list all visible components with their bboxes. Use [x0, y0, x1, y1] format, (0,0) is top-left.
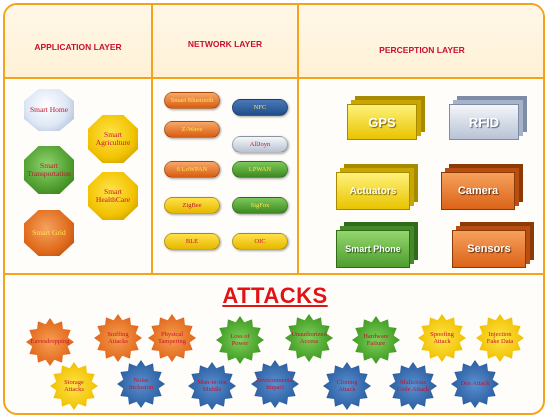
net-ble: BLE	[164, 233, 220, 250]
app-smart-agriculture: Smart Agriculture	[88, 115, 138, 163]
divider-attacks	[5, 273, 543, 275]
net-lpwan: LPWAN	[232, 161, 288, 178]
application-layer-title: APPLICATION LAYER	[34, 42, 122, 52]
app-smart-healthcare: Smart HealthCare	[88, 172, 138, 220]
net-z-wave: Z-Wave	[164, 121, 220, 138]
perc-camera: Camera	[441, 172, 515, 210]
net-alljoyn: AllJoyn	[232, 136, 288, 153]
perc-actuators: Actuators	[336, 172, 410, 210]
perception-layer-title: PERCEPTION LAYER	[379, 45, 465, 55]
divider-header	[5, 77, 543, 79]
net-zigbee: ZigBee	[164, 197, 220, 214]
divider-network-perception	[297, 5, 299, 273]
net-nfc: NFC	[232, 99, 288, 116]
net-sigfox: SigFox	[232, 197, 288, 214]
app-smart-transportation: Smart Transportation	[24, 146, 74, 194]
app-smart-home: Smart Home	[24, 89, 74, 131]
net-oic: OIC	[232, 233, 288, 250]
perc-smart-phone: Smart Phone	[336, 230, 410, 268]
perc-rfid: RFID	[449, 104, 519, 140]
net-smart-bluetooth: Smart Bluetooth	[164, 92, 220, 109]
attacks-title: ATTACKS	[222, 283, 328, 308]
net-6lowpan: 6 LoWPAN	[164, 161, 220, 178]
perc-gps: GPS	[347, 104, 417, 140]
layers-header-band	[5, 5, 543, 77]
perc-sensors: Sensors	[452, 230, 526, 268]
network-layer-title: NETWORK LAYER	[187, 39, 263, 49]
app-smart-grid: Smart Grid	[24, 210, 74, 256]
divider-application-network	[151, 5, 153, 273]
